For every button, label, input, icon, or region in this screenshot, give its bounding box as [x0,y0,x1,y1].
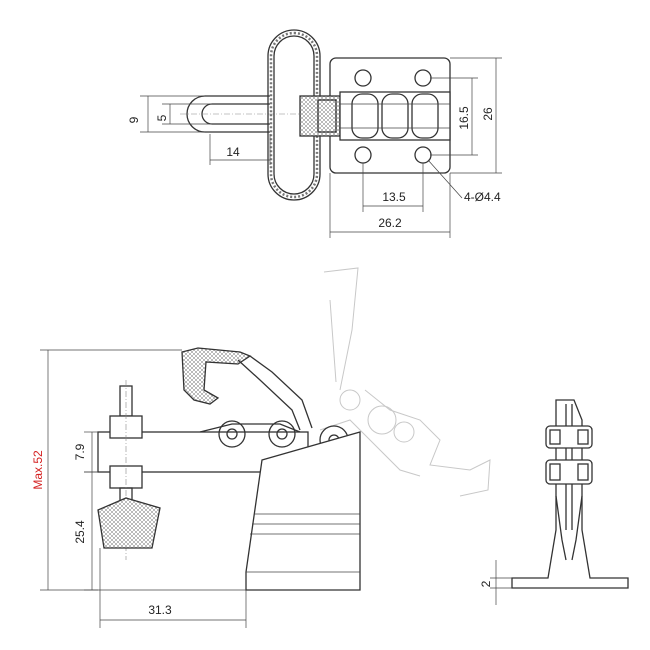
dim-26-label: 26 [481,107,495,121]
dimension-25-4: 25.4 [73,471,98,591]
rubber-tip [97,497,161,549]
dimension-14: 14 [209,134,271,165]
handle-front [181,347,313,431]
side-view: 2 [479,399,629,605]
spindle-top [180,95,310,133]
dim-max-52-label: Max.52 [31,450,45,490]
dim-26-2-label: 26.2 [378,216,402,230]
front-view: Max.52 7.9 25.4 31.3 [31,347,361,628]
dimension-max-52: Max.52 [31,349,246,591]
open-position-outline [319,267,491,497]
dimension-7-9: 7.9 [73,431,98,473]
hole-callout-label: 4-Ø4.4 [464,190,501,204]
dim-9-label: 9 [127,116,141,123]
dim-31-3-label: 31.3 [148,603,172,617]
top-view: 9 5 14 16.5 26 13.5 [127,29,502,238]
dimension-9-5: 9 5 [127,95,212,133]
dim-2-label: 2 [479,580,493,587]
dimension-13-5-26-2: 13.5 26.2 [329,163,451,238]
clamp-body-front [245,431,361,591]
dimension-thickness-2: 2 [479,560,512,605]
dim-25-4-label: 25.4 [73,520,87,544]
hole-callout: 4-Ø4.4 [427,159,501,204]
dim-16-5-label: 16.5 [457,106,471,130]
dim-14-label: 14 [226,145,240,159]
dim-5-label: 5 [155,114,169,121]
dim-7-9-label: 7.9 [73,443,87,460]
dimension-31-3: 31.3 [99,548,247,628]
base-plate-top [299,57,451,174]
dim-13-5-label: 13.5 [382,190,406,204]
dimension-16-5-26: 16.5 26 [430,57,502,174]
